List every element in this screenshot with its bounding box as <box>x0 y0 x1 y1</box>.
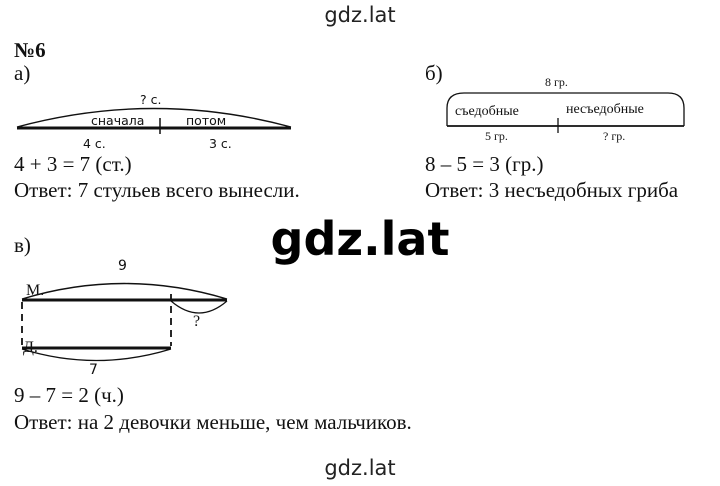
part-a-answer: Ответ: 7 стульев всего вынесли. <box>14 178 300 202</box>
part-v-girls-brace <box>21 348 172 362</box>
part-b-total-bracket <box>446 92 685 126</box>
part-a-total-label: ? с. <box>140 92 162 107</box>
part-b-right-segment-label: несъедобные <box>566 102 644 117</box>
part-b-equation: 8 – 5 = 3 (гр.) <box>425 152 544 176</box>
part-b-answer: Ответ: 3 несъедобных гриба <box>425 178 679 202</box>
part-b-left-value: 5 гр. <box>485 129 508 143</box>
part-b-right-value: ? гр. <box>603 129 626 143</box>
part-b-label: б) <box>425 61 443 85</box>
task-number: №6 <box>14 38 46 62</box>
part-v-difference-label: ? <box>193 313 201 330</box>
part-a-left-segment-label: сначала <box>91 113 145 128</box>
part-a-right-segment-label: потом <box>186 113 227 128</box>
part-v-girls-value: 7 <box>89 362 98 378</box>
part-v-label: в) <box>14 233 31 257</box>
part-a-left-value: 4 с. <box>83 136 106 151</box>
part-a-label: а) <box>14 61 31 85</box>
part-b-total-label: 8 гр. <box>545 75 568 89</box>
part-v-boys-value: 9 <box>118 258 127 274</box>
part-v-boys-label: М. <box>26 282 45 299</box>
part-v-girls-label: Д. <box>23 339 38 356</box>
part-v-answer: Ответ: на 2 девочки меньше, чем мальчико… <box>14 410 412 434</box>
part-b-left-segment-label: съедобные <box>455 104 519 119</box>
watermark-middle: gdz.lat <box>270 212 450 266</box>
part-b-diagram <box>446 92 685 133</box>
part-v-equation: 9 – 7 = 2 (ч.) <box>14 383 124 407</box>
part-a-equation: 4 + 3 = 7 (ст.) <box>14 152 132 176</box>
part-v-diagram <box>21 282 228 362</box>
part-v-diff-brace <box>170 300 228 314</box>
watermark-bottom: gdz.lat <box>324 456 396 480</box>
part-a-diagram <box>16 107 292 134</box>
watermark-top: gdz.lat <box>324 3 396 27</box>
part-a-right-value: 3 с. <box>209 136 232 151</box>
part-a-total-arc <box>16 107 292 128</box>
part-v-boys-brace <box>21 282 228 300</box>
